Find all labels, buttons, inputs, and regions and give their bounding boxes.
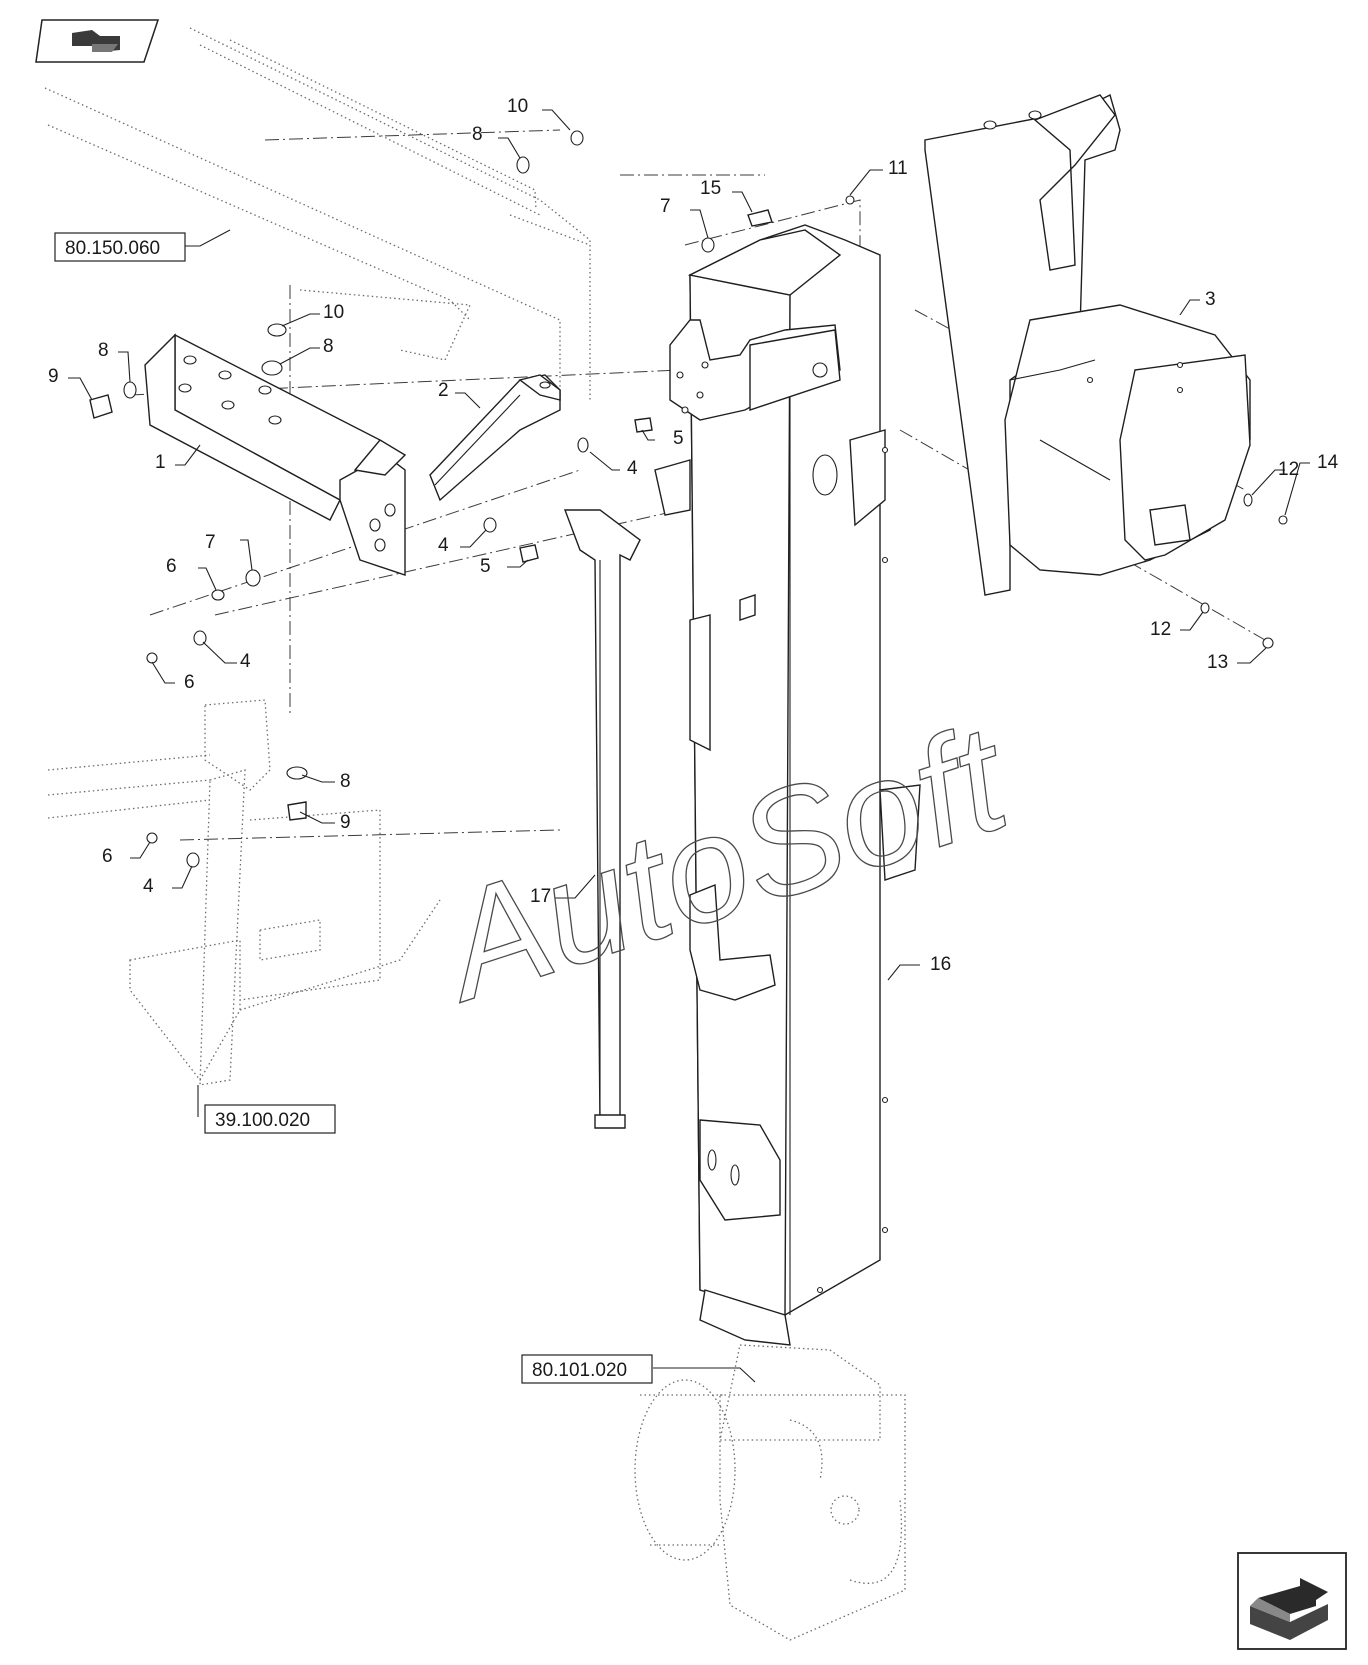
fasteners xyxy=(89,130,1288,868)
ref-box-label: 80.150.060 xyxy=(65,238,160,259)
part-2-plate xyxy=(429,374,561,502)
callout-labels: 10 8 7 15 11 3 10 8 9 8 2 1 5 4 12 14 7 … xyxy=(48,96,1339,975)
part-17-rod xyxy=(563,509,641,1129)
callout: 12 xyxy=(1278,459,1299,480)
part-1-bracket xyxy=(144,333,407,576)
callout: 7 xyxy=(660,196,671,217)
ghost-lower-frame xyxy=(47,699,441,1086)
callout: 8 xyxy=(98,340,109,361)
callout: 8 xyxy=(340,771,351,792)
callout: 14 xyxy=(1317,452,1339,473)
part-16-column xyxy=(654,224,921,1346)
callout: 10 xyxy=(323,302,344,323)
callout: 6 xyxy=(184,672,195,693)
callout: 4 xyxy=(143,876,154,897)
next-page-icon[interactable] xyxy=(1237,1552,1347,1650)
callout: 8 xyxy=(472,124,483,145)
ghost-upper-frame xyxy=(44,27,591,400)
callout: 9 xyxy=(340,812,351,833)
callout: 13 xyxy=(1207,652,1228,673)
ref-box-label: 80.101.020 xyxy=(532,1360,627,1381)
callout: 10 xyxy=(507,96,528,117)
callout: 2 xyxy=(438,380,449,401)
callout: 12 xyxy=(1150,619,1171,640)
callout: 11 xyxy=(888,158,908,179)
ghost-fan-housing xyxy=(634,1344,906,1641)
callout: 4 xyxy=(438,535,449,556)
callout: 15 xyxy=(700,178,721,199)
callout: 5 xyxy=(480,556,491,577)
callout: 4 xyxy=(627,458,638,479)
part-3-guard xyxy=(924,93,1251,596)
callout: 1 xyxy=(155,452,166,473)
callout: 8 xyxy=(323,336,334,357)
callout: 6 xyxy=(102,846,113,867)
callout: 7 xyxy=(205,532,216,553)
ref-box-80-101-020[interactable]: 80.101.020 xyxy=(521,1354,653,1384)
leader-lines xyxy=(68,109,1310,1383)
callout: 4 xyxy=(240,651,251,672)
callout: 17 xyxy=(530,886,551,907)
previous-page-icon[interactable] xyxy=(35,19,160,63)
callout: 5 xyxy=(673,428,684,449)
callout: 3 xyxy=(1205,289,1216,310)
callout: 16 xyxy=(930,954,951,975)
callout: 9 xyxy=(48,366,59,387)
ref-box-80-150-060[interactable]: 80.150.060 xyxy=(54,232,186,262)
ref-box-39-100-020[interactable]: 39.100.020 xyxy=(204,1104,336,1134)
callout: 6 xyxy=(166,556,177,577)
ref-box-label: 39.100.020 xyxy=(215,1110,310,1131)
